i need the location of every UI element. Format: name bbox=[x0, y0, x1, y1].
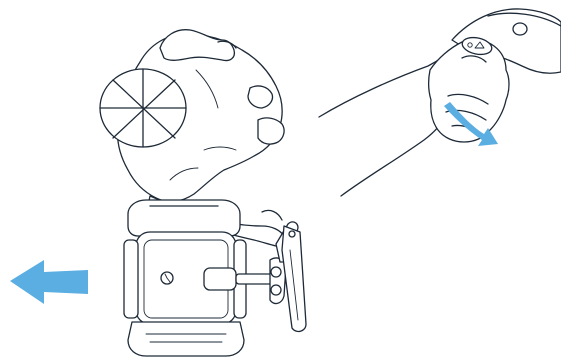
figure-right-arm bbox=[160, 30, 234, 61]
forearm-outline-lower bbox=[341, 122, 442, 196]
arrow-left-icon bbox=[10, 260, 88, 304]
scooter-rear bbox=[128, 322, 244, 356]
figure-head bbox=[100, 69, 186, 147]
figure-left-hand bbox=[248, 86, 273, 108]
scooter-left-panel bbox=[124, 240, 138, 318]
figure-right-hand bbox=[258, 118, 284, 144]
throttle-detail-inset bbox=[319, 9, 561, 196]
scooter-top-view bbox=[124, 200, 306, 356]
